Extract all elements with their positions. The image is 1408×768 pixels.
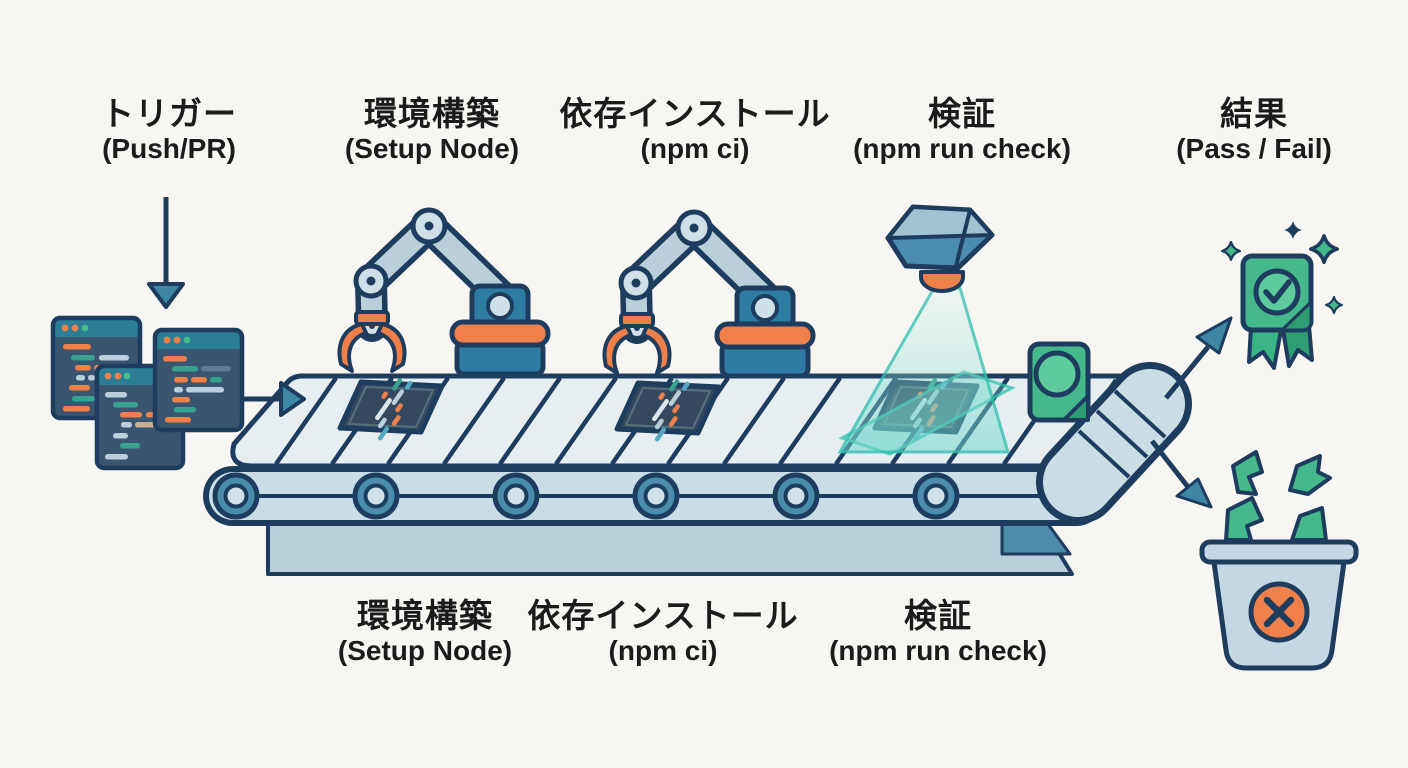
conveyor-roller bbox=[215, 475, 257, 517]
scan-beam bbox=[837, 286, 1011, 454]
stage-label-trigger: トリガー (Push/PR) bbox=[101, 95, 237, 164]
conveyor-roller bbox=[355, 475, 397, 517]
stage-label-setup-jp: 環境構築 bbox=[364, 95, 500, 132]
station-label-verify-en: (npm run check) bbox=[829, 634, 1047, 666]
stage-label-result-jp: 結果 bbox=[1220, 95, 1288, 132]
conveyor-roller bbox=[635, 475, 677, 517]
pass-badge-icon bbox=[1220, 221, 1344, 370]
station-label-verify: 検証 (npm run check) bbox=[829, 597, 1047, 666]
conveyor-roller bbox=[775, 475, 817, 517]
stage-label-trigger-en: (Push/PR) bbox=[102, 132, 236, 164]
stage-label-deps: 依存インストール (npm ci) bbox=[559, 95, 831, 164]
station-label-verify-jp: 検証 bbox=[904, 597, 972, 634]
trash-bin-icon bbox=[1199, 450, 1359, 671]
trigger-arrow-icon bbox=[147, 197, 185, 309]
fail-x-icon bbox=[1263, 596, 1295, 628]
stage-label-result: 結果 (Pass / Fail) bbox=[1176, 95, 1332, 164]
stage-label-setup: 環境構築 (Setup Node) bbox=[344, 95, 520, 164]
conveyor-ramp bbox=[1036, 362, 1192, 524]
flow-arrow-icon bbox=[242, 381, 306, 417]
check-icon bbox=[1263, 279, 1292, 304]
fail-arrow-icon bbox=[1150, 439, 1213, 509]
robot-arm-icon bbox=[605, 212, 813, 376]
stage-label-trigger-jp: トリガー bbox=[101, 95, 237, 132]
paper-scrap bbox=[1224, 450, 1332, 542]
station-label-setup: 環境構築 (Setup Node) bbox=[337, 597, 513, 666]
station-label-setup-en: (Setup Node) bbox=[337, 634, 513, 666]
stage-label-verify-en: (npm run check) bbox=[853, 132, 1071, 164]
stage-label-verify-jp: 検証 bbox=[928, 95, 996, 132]
station-label-setup-jp: 環境構築 bbox=[357, 597, 493, 634]
stage-label-verify: 検証 (npm run check) bbox=[853, 95, 1071, 164]
stage-label-deps-jp: 依存インストール bbox=[559, 95, 831, 132]
station-label-deps-en: (npm ci) bbox=[608, 634, 718, 666]
conveyor-pedestal bbox=[266, 520, 1074, 576]
stage-label-setup-en: (Setup Node) bbox=[344, 132, 520, 164]
station-label-deps-jp: 依存インストール bbox=[527, 597, 799, 634]
conveyor-belt-band bbox=[203, 466, 1106, 526]
stage-label-result-en: (Pass / Fail) bbox=[1176, 132, 1332, 164]
conveyor-roller bbox=[495, 475, 537, 517]
pass-arrow-icon bbox=[1164, 316, 1233, 400]
robot-arm-icon bbox=[340, 210, 548, 374]
conveyor-roller bbox=[915, 475, 957, 517]
document-icon bbox=[1027, 341, 1091, 423]
station-label-deps: 依存インストール (npm ci) bbox=[527, 597, 799, 666]
code-window-icon bbox=[152, 327, 245, 433]
stage-label-deps-en: (npm ci) bbox=[640, 132, 750, 164]
scanner-icon bbox=[837, 204, 1011, 454]
